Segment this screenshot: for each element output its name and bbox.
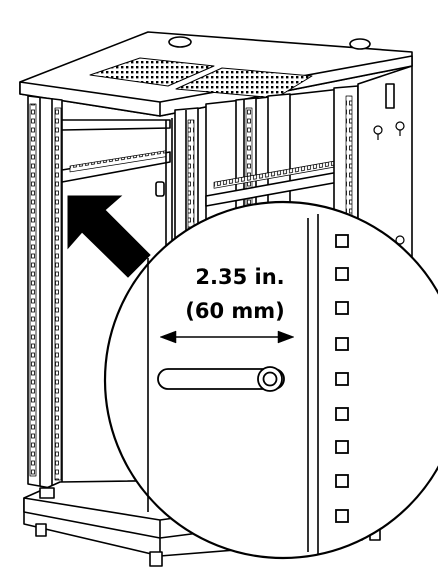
magnifier-callout: 2.35 in. (60 mm) (103, 200, 438, 560)
dimension-label-imperial: 2.35 in. (195, 265, 284, 289)
square-hole (335, 509, 349, 523)
roof-vent-right (175, 67, 313, 99)
square-hole-column (335, 234, 349, 523)
square-hole (335, 267, 349, 281)
foot-front-middle (149, 551, 163, 567)
square-hole (335, 440, 349, 454)
cable-entry-cap-right (349, 38, 371, 50)
dimension-arrow (159, 330, 295, 344)
square-hole (335, 474, 349, 488)
rack-interior-rails (61, 118, 173, 492)
side-panel-slot (385, 83, 395, 109)
square-hole (335, 234, 349, 248)
rack-left-frame (27, 95, 63, 491)
square-hole (335, 372, 349, 386)
roof-vent-left (89, 57, 215, 87)
cable-entry-cap-left (168, 36, 192, 48)
side-latch (155, 181, 165, 197)
rack-top (19, 31, 413, 117)
pointer-arrow (67, 195, 151, 278)
square-hole (335, 301, 349, 315)
base-bracket (39, 487, 55, 499)
foot-front-left (35, 523, 47, 537)
mounting-slot (157, 366, 285, 392)
square-hole (335, 337, 349, 351)
dimension-label-metric: (60 mm) (185, 299, 285, 323)
square-hole (335, 407, 349, 421)
